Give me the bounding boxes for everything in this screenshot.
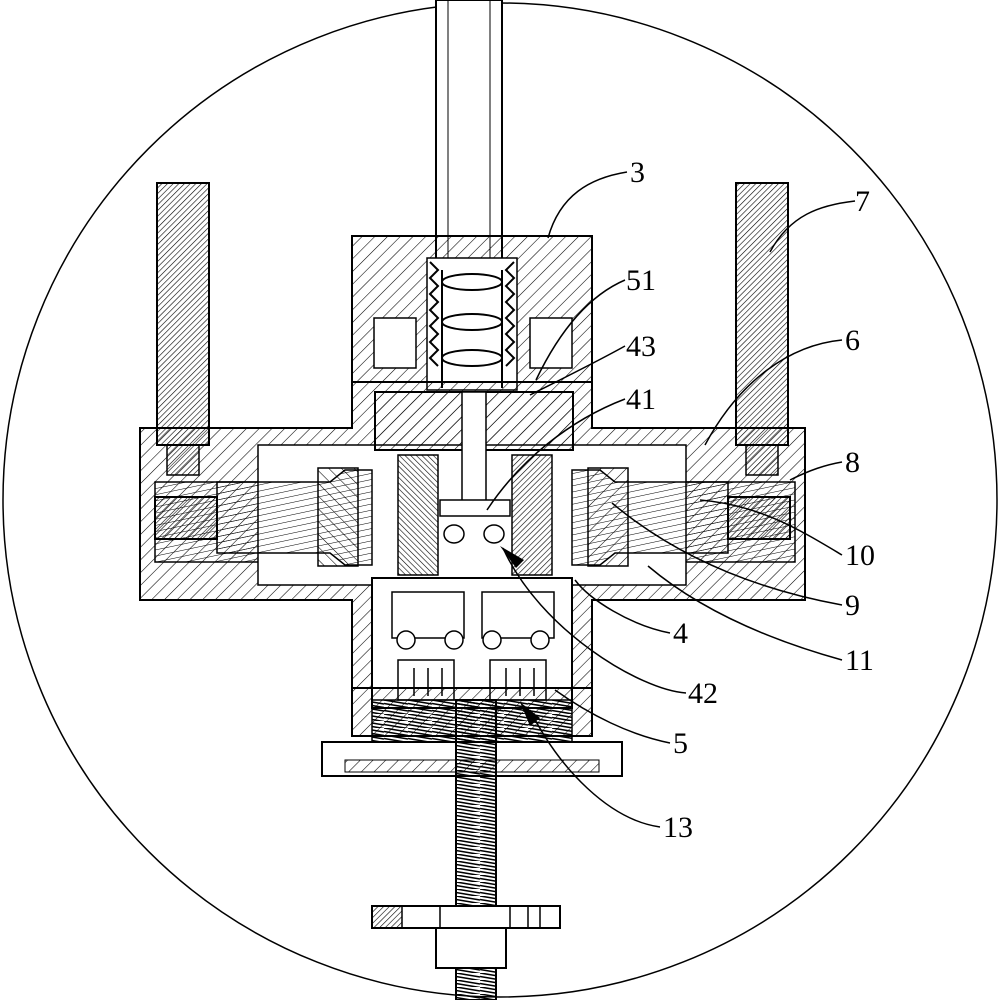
arrowhead-13 [520, 702, 540, 726]
reference-labels: 3 7 51 43 6 41 8 10 9 4 11 42 5 13 [626, 156, 875, 844]
leader-9 [611, 502, 843, 606]
leader-7 [769, 200, 856, 253]
central-column [374, 391, 574, 576]
leader-6 [704, 339, 843, 446]
leader-lines [486, 171, 856, 828]
label-13: 13 [663, 811, 693, 844]
bottom-screw [371, 699, 561, 1000]
label-3: 3 [630, 156, 645, 189]
leader-4 [574, 579, 671, 634]
label-41: 41 [626, 383, 656, 416]
label-42: 42 [688, 677, 718, 710]
right-insert [727, 496, 791, 540]
label-9: 9 [845, 589, 860, 622]
leader-5 [554, 689, 671, 744]
leader-41 [486, 398, 626, 511]
leader-3 [547, 171, 628, 239]
leader-10 [699, 499, 843, 556]
leader-42 [502, 547, 687, 694]
label-6: 6 [845, 324, 860, 357]
leader-13 [529, 709, 661, 828]
leader-43 [529, 345, 626, 396]
label-43: 43 [626, 330, 656, 363]
top-cap [351, 235, 593, 391]
leader-8 [789, 461, 843, 481]
right-gear [571, 467, 729, 567]
leader-51 [535, 279, 626, 381]
left-gear [216, 467, 373, 567]
label-5: 5 [673, 727, 688, 760]
left-insert [154, 496, 218, 540]
label-8: 8 [845, 446, 860, 479]
top-shaft [435, 0, 503, 261]
lower-block [371, 577, 573, 709]
label-11: 11 [845, 644, 874, 677]
arrowhead-42 [500, 546, 524, 568]
label-4: 4 [673, 617, 688, 650]
spring-coils [428, 261, 516, 388]
leader-11 [647, 565, 843, 661]
label-10: 10 [845, 539, 875, 572]
label-51: 51 [626, 264, 656, 297]
label-7: 7 [855, 185, 870, 218]
